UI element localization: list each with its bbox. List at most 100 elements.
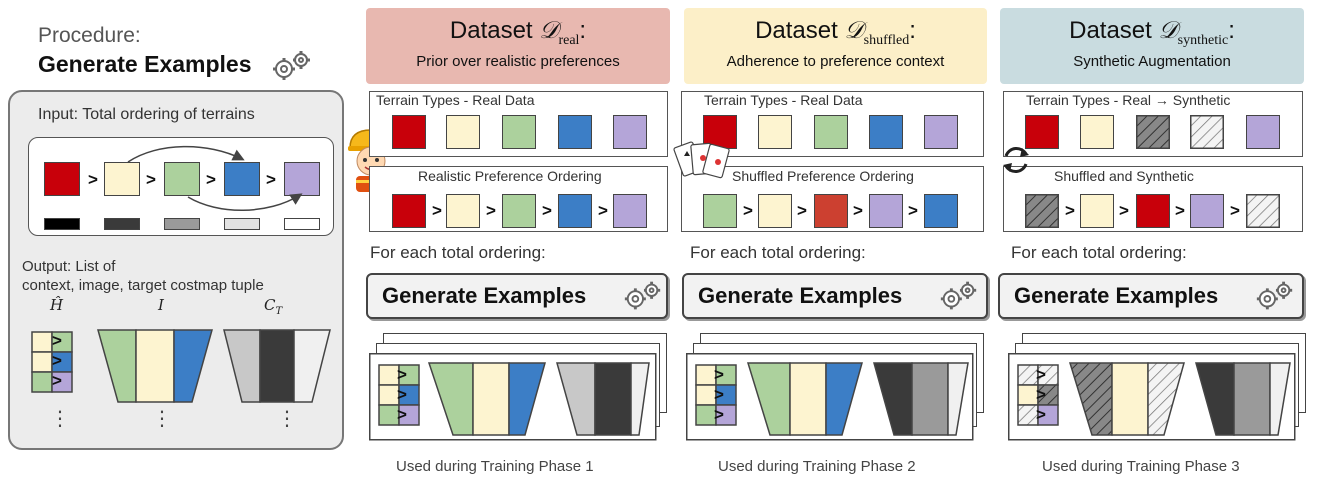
gear-icon <box>273 51 310 80</box>
training-phase-label: Used during Training Phase 2 <box>718 458 916 475</box>
terrain-types-label: Terrain Types - Real Data <box>704 92 863 108</box>
shuffle-cycle-icon <box>1003 147 1029 173</box>
example-card-front <box>686 353 974 441</box>
terrain-swatch-cream <box>104 162 140 196</box>
generate-examples-button[interactable]: Generate Examples <box>682 273 988 319</box>
ellipsis: ⋮ <box>152 408 172 430</box>
input-label: Input: Total ordering of terrains <box>38 106 255 123</box>
terrain-swatch-orange-red <box>814 194 848 228</box>
synthetic-swatch-light-hatched <box>1246 194 1280 228</box>
terrain-swatch-cream <box>446 194 480 228</box>
terrain-swatch-red <box>1025 115 1059 149</box>
terrain-types-label: Terrain Types - Real Data <box>376 92 535 108</box>
greater-than: > <box>542 201 552 220</box>
cost-bar-mid <box>164 218 200 230</box>
terrain-swatch-green <box>502 115 536 149</box>
terrain-swatch-cream <box>1080 115 1114 149</box>
cost-bar-light <box>224 218 260 230</box>
greater-than: > <box>266 170 276 189</box>
greater-than: > <box>853 201 863 220</box>
preference-ordering-label: Realistic Preference Ordering <box>418 168 602 184</box>
greater-than: > <box>1175 201 1185 220</box>
greater-than: > <box>1119 201 1129 220</box>
ellipsis: ⋮ <box>50 408 70 430</box>
column-label-c: CT <box>264 296 283 317</box>
cost-bar-dark <box>104 218 140 230</box>
terrain-swatch-purple <box>924 115 958 149</box>
synthetic-swatch-dark-hatched <box>1025 194 1059 228</box>
playing-cards-icon <box>673 141 730 179</box>
gear-icon <box>940 281 977 310</box>
greater-than: > <box>714 385 724 404</box>
terrain-types-label: Terrain Types - Real → Synthetic <box>1026 92 1231 108</box>
greater-than: > <box>206 170 216 189</box>
for-each-ordering-label: For each total ordering: <box>1011 243 1187 262</box>
preference-ordering-label: Shuffled Preference Ordering <box>732 168 914 184</box>
column-label-i: I <box>158 296 164 314</box>
terrain-swatch-blue <box>869 115 903 149</box>
greater-than: > <box>397 365 407 384</box>
dataset-shuffled-header: Dataset 𝒟shuffled: Adherence to preferen… <box>684 8 987 84</box>
synthetic-swatch-light-hatched <box>1190 115 1224 149</box>
greater-than: > <box>743 201 753 220</box>
terrain-swatch-green <box>502 194 536 228</box>
terrain-swatch-purple <box>869 194 903 228</box>
terrain-swatch-cream <box>446 115 480 149</box>
terrain-swatch-blue <box>924 194 958 228</box>
column-label-h: Ĥ <box>50 296 64 314</box>
terrain-swatch-red <box>44 162 80 196</box>
terrain-swatch-green <box>703 194 737 228</box>
gear-icon <box>1256 281 1293 310</box>
greater-than: > <box>52 371 62 390</box>
for-each-ordering-label: For each total ordering: <box>690 243 866 262</box>
example-card-front <box>1008 353 1296 441</box>
greater-than: > <box>52 331 62 350</box>
terrain-swatch-purple <box>1246 115 1280 149</box>
greater-than: > <box>797 201 807 220</box>
procedure-title: Generate Examples <box>38 51 252 77</box>
terrain-swatch-red <box>392 115 426 149</box>
gear-icon <box>624 281 661 310</box>
greater-than: > <box>397 385 407 404</box>
terrain-swatch-cream <box>758 194 792 228</box>
terrain-swatch-blue <box>558 194 592 228</box>
greater-than: > <box>397 405 407 424</box>
dataset-shuffled-subtitle: Adherence to preference context <box>726 52 945 70</box>
procedure-heading: Procedure: <box>38 24 141 47</box>
dataset-real-header: Dataset 𝒟real: Prior over realistic pref… <box>366 8 670 84</box>
synthetic-swatch-dark-hatched <box>1136 115 1170 149</box>
terrain-swatch-blue <box>224 162 260 196</box>
for-each-ordering-label: For each total ordering: <box>370 243 546 262</box>
greater-than: > <box>88 170 98 189</box>
generate-examples-button[interactable]: Generate Examples <box>366 273 668 319</box>
terrain-swatch-green <box>164 162 200 196</box>
dataset-synthetic-header: Dataset 𝒟synthetic: Synthetic Augmentati… <box>1000 8 1304 84</box>
cost-bar-white <box>284 218 320 230</box>
terrain-swatch-purple <box>1190 194 1224 228</box>
terrain-swatch-purple <box>613 115 647 149</box>
terrain-swatch-blue <box>558 115 592 149</box>
terrain-swatch-cream <box>1080 194 1114 228</box>
preference-ordering-label: Shuffled and Synthetic <box>1054 168 1194 184</box>
dataset-synthetic-subtitle: Synthetic Augmentation <box>1073 52 1231 70</box>
terrain-swatch-purple <box>613 194 647 228</box>
output-label-line2: context, image, target costmap tuple <box>22 277 264 294</box>
dataset-real-subtitle: Prior over realistic preferences <box>416 52 620 70</box>
training-phase-label: Used during Training Phase 3 <box>1042 458 1240 475</box>
example-card-front <box>369 353 657 441</box>
output-example <box>31 329 331 403</box>
output-label-line1: Output: List of <box>22 258 116 275</box>
terrain-swatch-red <box>392 194 426 228</box>
transitivity-arrows <box>127 145 303 211</box>
greater-than: > <box>908 201 918 220</box>
greater-than: > <box>714 365 724 384</box>
greater-than: > <box>146 170 156 189</box>
greater-than: > <box>1036 365 1046 384</box>
greater-than: > <box>714 405 724 424</box>
greater-than: > <box>52 351 62 370</box>
terrain-swatch-green <box>814 115 848 149</box>
terrain-swatch-cream <box>758 115 792 149</box>
cost-bar-black <box>44 218 80 230</box>
greater-than: > <box>1065 201 1075 220</box>
generate-examples-button[interactable]: Generate Examples <box>998 273 1304 319</box>
